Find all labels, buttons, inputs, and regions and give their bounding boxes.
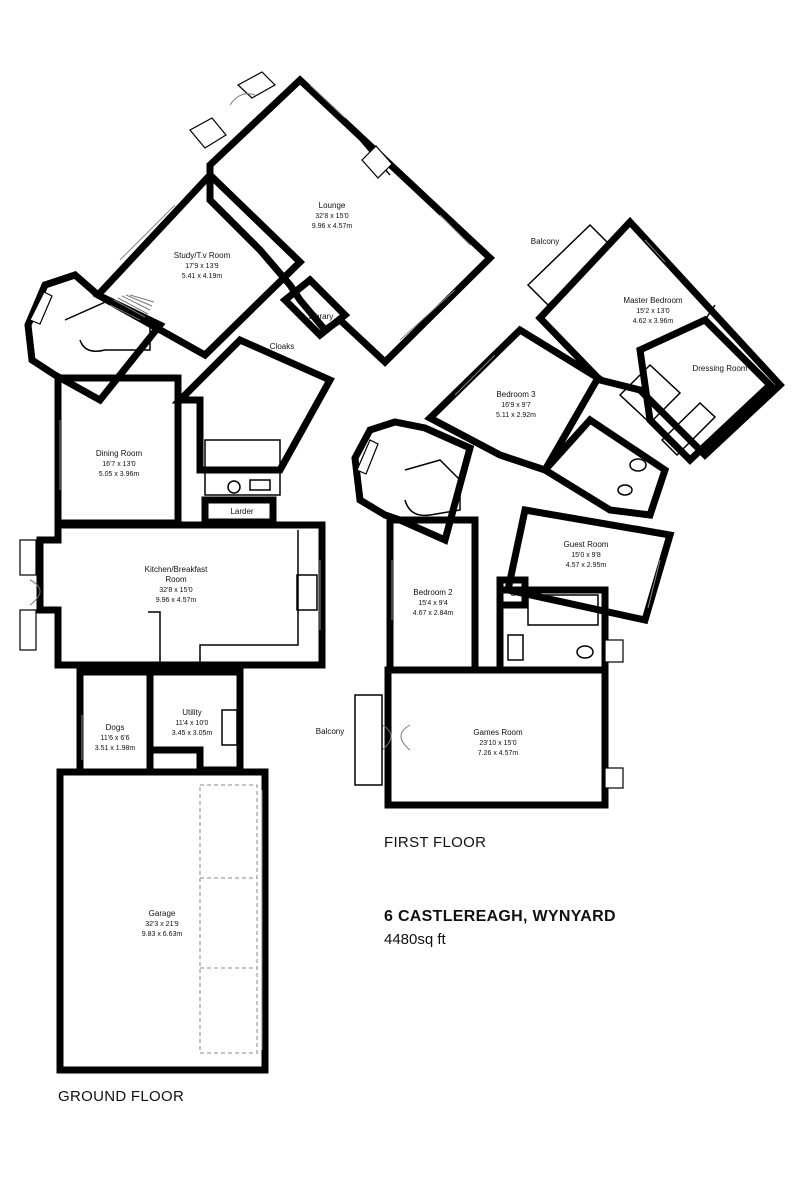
bedroom3-metric: 5.11 x 2.92m <box>496 412 536 419</box>
bedroom3-imperial: 16'9 x 9'7 <box>501 402 531 409</box>
study-metric: 5.41 x 4.19m <box>182 273 223 280</box>
games-name: Games Room <box>473 728 523 737</box>
garage-imperial: 32'3 x 21'9 <box>145 921 179 928</box>
guest-imperial: 15'0 x 9'8 <box>571 552 601 559</box>
kitchen-name: Kitchen/Breakfast <box>145 565 208 574</box>
balcony-games <box>354 694 383 786</box>
guest-metric: 4.57 x 2.95m <box>566 562 607 569</box>
bedroom3-name: Bedroom 3 <box>496 390 536 399</box>
games-imperial: 23'10 x 15'0 <box>479 740 516 747</box>
guest-room-walls <box>503 505 675 625</box>
cupboard-name: C <box>510 589 516 598</box>
lounge-metric: 9.96 x 4.57m <box>312 223 353 230</box>
study-name: Study/T.v Room <box>174 251 231 260</box>
utility-metric: 3.45 x 3.05m <box>172 730 213 737</box>
room-labels: Lounge 32'8 x 15'0 9.96 x 4.57m Study/T.… <box>95 201 748 938</box>
guest-name: Guest Room <box>564 540 609 549</box>
utility-imperial: 11'4 x 10'0 <box>176 720 209 727</box>
property-title: 6 CASTLEREAGH, WYNYARD <box>384 908 616 925</box>
master-imperial: 15'2 x 13'0 <box>636 308 670 315</box>
master-name: Master Bedroom <box>623 296 682 305</box>
landing-walls <box>351 418 475 545</box>
first-floor-label: FIRST FLOOR <box>384 834 487 851</box>
dogs-metric: 3.51 x 1.98m <box>95 745 136 752</box>
lounge-imperial: 32'8 x 15'0 <box>315 213 349 220</box>
bedroom2-name: Bedroom 2 <box>413 588 453 597</box>
ground-floor-plan <box>19 71 496 1074</box>
lounge-walls <box>206 75 496 367</box>
dining-name: Dining Room <box>96 449 143 458</box>
dogs-imperial: 11'6 x 6'6 <box>100 735 129 742</box>
garage-walls <box>56 768 269 1074</box>
kitchen-name-2: Room <box>165 575 187 584</box>
kitchen-metric: 9.96 x 4.57m <box>156 597 197 604</box>
garage-metric: 9.83 x 6.63m <box>142 931 183 938</box>
bedroom2-imperial: 15'4 x 9'4 <box>418 600 448 607</box>
bathroom-walls <box>539 415 670 519</box>
hall-walls <box>171 335 335 474</box>
dining-imperial: 16'7 x 13'0 <box>102 461 136 468</box>
dogs-walls <box>76 668 154 776</box>
dining-metric: 5.05 x 3.96m <box>99 471 140 478</box>
ground-floor-label: GROUND FLOOR <box>58 1088 185 1105</box>
stair-hall-walls <box>24 271 166 405</box>
larder-name: Larder <box>230 507 253 516</box>
library-walls <box>279 275 351 340</box>
study-imperial: 17'9 x 13'9 <box>185 263 219 270</box>
utility-name: Utility <box>182 708 202 717</box>
dogs-name: Dogs <box>106 723 125 732</box>
kitchen-walls <box>36 521 326 669</box>
first-floor-plan <box>351 216 785 809</box>
balcony-games-name: Balcony <box>316 727 344 736</box>
study-walls <box>92 170 306 360</box>
garage-name: Garage <box>149 909 176 918</box>
games-metric: 7.26 x 4.57m <box>478 750 519 757</box>
lounge-name: Lounge <box>319 201 346 210</box>
master-metric: 4.62 x 3.96m <box>633 318 674 325</box>
library-name: Library <box>309 312 333 321</box>
bedroom-3-walls <box>424 325 603 475</box>
balcony-top-name: Balcony <box>531 237 559 246</box>
bedroom2-metric: 4.67 x 2.84m <box>413 610 454 617</box>
property-area: 4480sq ft <box>384 931 446 948</box>
dressing-room-walls <box>636 315 776 465</box>
dressing-name: Dressing Room <box>692 364 747 373</box>
games-room-walls <box>384 666 609 809</box>
cloaks-name: Cloaks <box>270 342 294 351</box>
kitchen-imperial: 32'8 x 15'0 <box>159 587 193 594</box>
